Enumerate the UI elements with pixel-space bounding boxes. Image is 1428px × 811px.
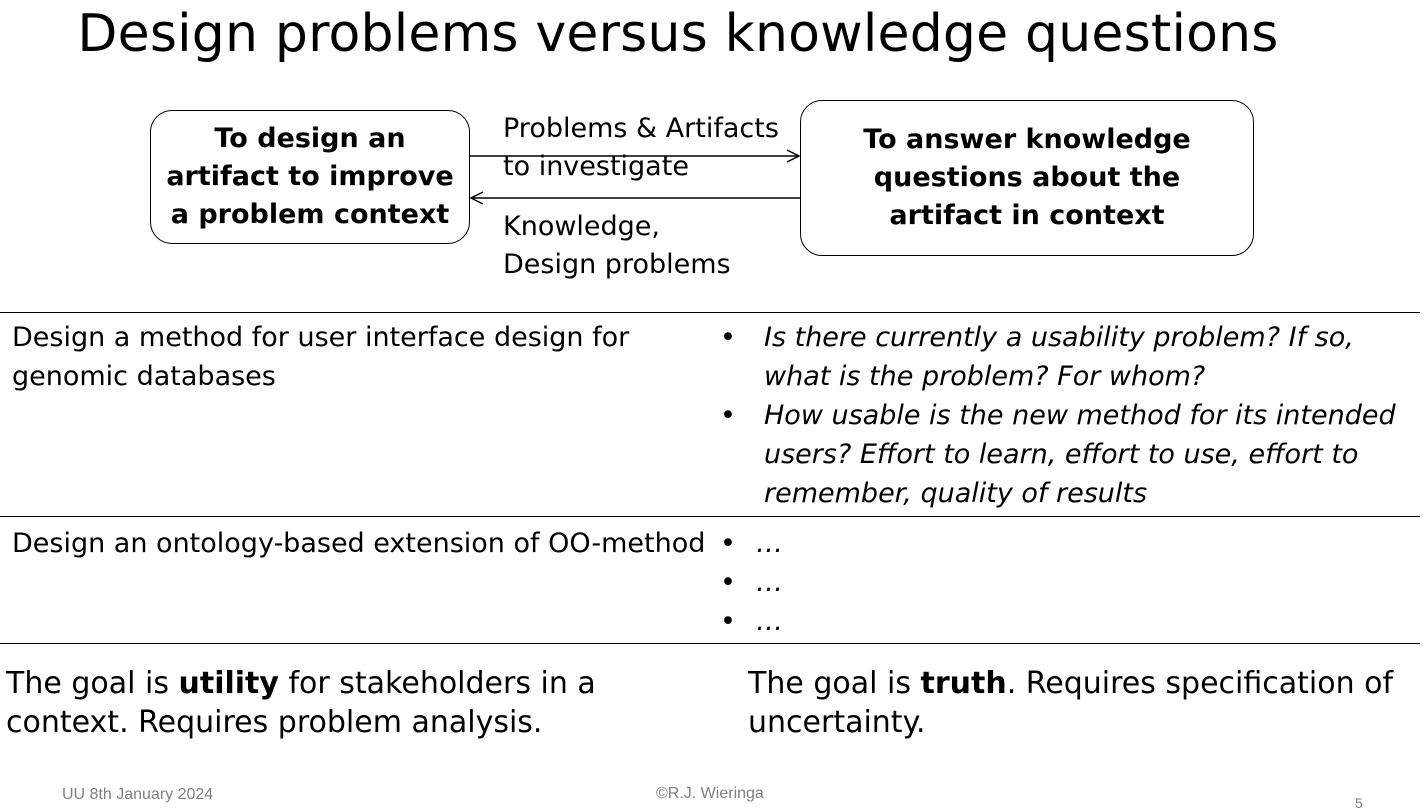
footer-date: UU 8th January 2024 <box>62 786 214 803</box>
arrow-label-line: to investigate <box>503 151 689 182</box>
goal-text: for stakeholders in a context. Requires … <box>6 666 596 740</box>
knowledge-question-item: Is there currently a usability problem? … <box>720 318 1420 396</box>
knowledge-question-item: … <box>720 602 1420 641</box>
arrow-label-line: Problems & Artifacts <box>503 113 779 144</box>
design-problem-cell: Design a method for user interface desig… <box>12 322 630 392</box>
arrow-label-line: Knowledge, <box>503 211 661 242</box>
arrow-label-line: Design problems <box>503 249 731 280</box>
table-top-rule <box>0 312 1420 313</box>
arrow-label-problems-artifacts: Problems & Artifacts to investigate <box>503 110 779 186</box>
knowledge-questions-list: Is there currently a usability problem? … <box>720 318 1420 513</box>
knowledge-questions-list: … … … <box>720 524 1420 641</box>
slide-title: Design problems versus knowledge questio… <box>77 4 1279 64</box>
knowledge-question-item: … <box>720 563 1420 602</box>
goal-keyword: truth <box>920 666 1007 701</box>
design-artifact-box: To design an artifact to improve a probl… <box>150 110 470 244</box>
design-artifact-box-text: To design an artifact to improve a probl… <box>166 123 454 230</box>
knowledge-question-item: … <box>720 524 1420 563</box>
footer-copyright: ©R.J. Wieringa <box>656 785 764 802</box>
arrow-to-design <box>469 191 800 205</box>
design-goal-statement: The goal is utility for stakeholders in … <box>6 664 656 742</box>
table-middle-rule <box>0 516 1420 517</box>
knowledge-questions-box-text: To answer knowledge questions about the … <box>863 124 1191 231</box>
goal-keyword: utility <box>178 666 279 701</box>
goal-text: The goal is <box>6 666 179 701</box>
goal-text: The goal is <box>748 666 921 701</box>
slide-number: 5 <box>1355 795 1363 811</box>
design-problem-cell: Design an ontology-based extension of OO… <box>12 528 706 559</box>
knowledge-goal-statement: The goal is truth. Requires specificatio… <box>748 664 1420 742</box>
knowledge-question-item: How usable is the new method for its int… <box>720 396 1420 513</box>
goal-text: . Requires specification of uncertainty. <box>748 666 1394 740</box>
diagram-arrows <box>469 149 801 205</box>
table-bottom-rule <box>0 643 1420 644</box>
arrow-label-knowledge-design: Knowledge, Design problems <box>503 208 731 284</box>
knowledge-questions-box: To answer knowledge questions about the … <box>800 100 1254 256</box>
arrow-to-knowledge <box>470 149 801 163</box>
